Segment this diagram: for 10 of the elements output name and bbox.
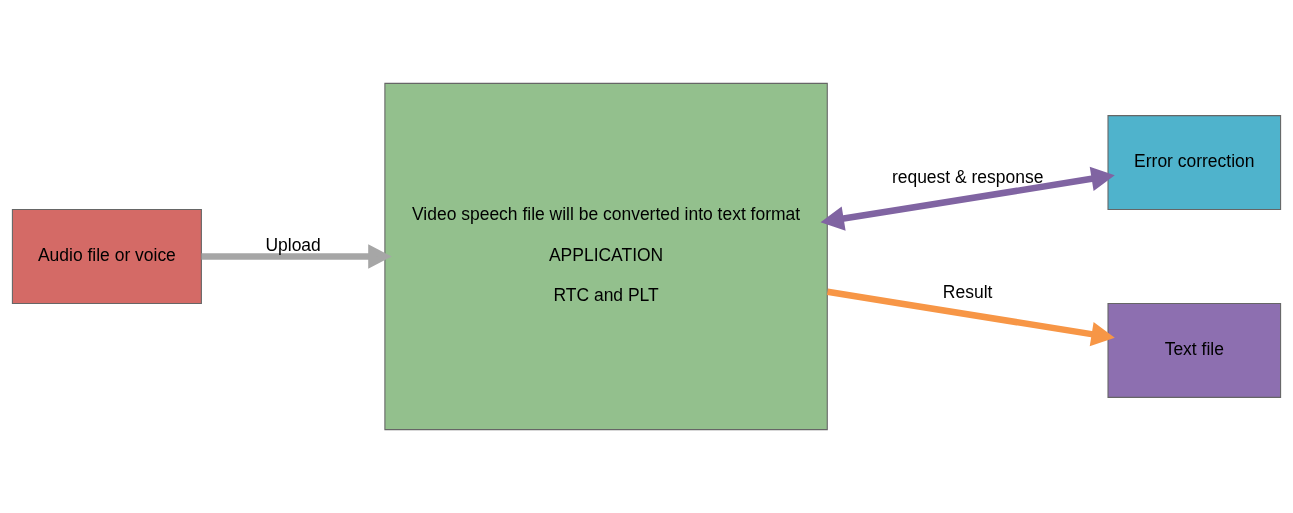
arrow xyxy=(201,244,392,269)
edge-label: Result xyxy=(942,281,993,302)
node-box: Error correction xyxy=(1107,115,1282,211)
node-box: Audio file or voice xyxy=(11,209,202,304)
node-box: Video speech file will be converted into text format APPLICATION RTC and PLT xyxy=(384,82,828,431)
node-box: Text file xyxy=(1107,302,1282,398)
edge-label: request & response xyxy=(891,167,1044,188)
arrow xyxy=(826,288,1115,347)
arrow xyxy=(820,166,1115,231)
edge-label: Upload xyxy=(265,234,321,255)
